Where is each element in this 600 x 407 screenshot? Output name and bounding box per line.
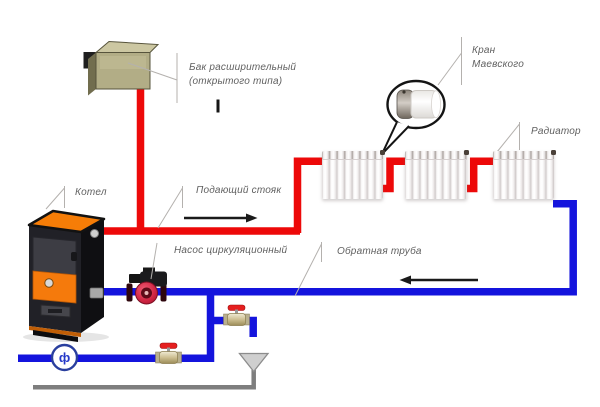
tank-label-tick <box>216 99 220 113</box>
flow-arrow-supply <box>184 213 258 223</box>
boiler-supply-fitting <box>90 229 99 238</box>
label-supply-riser: Подающий стояк <box>196 185 282 196</box>
boiler-base-strip <box>29 326 81 337</box>
label-return-pipe: Обратная труба <box>337 246 422 257</box>
drain-line <box>33 352 270 390</box>
leader-mayevsky <box>437 37 462 86</box>
radiator1-riser <box>293 157 323 233</box>
supply-arrow-head <box>246 213 258 223</box>
circulation-pump <box>126 267 167 305</box>
boiler-return-fitting <box>89 287 104 299</box>
label-pump: Насос циркуляционный <box>174 245 288 256</box>
flow-arrow-return <box>399 275 478 285</box>
feed-branch-pipe <box>18 293 215 363</box>
air-vent-icon <box>379 150 385 155</box>
label-boiler: Котел <box>75 187 107 198</box>
valve-cap-end <box>431 90 441 119</box>
leader-pump <box>150 242 158 280</box>
radiator-1 <box>321 150 385 199</box>
callout-tail-left <box>381 121 398 155</box>
valve-body <box>227 313 246 326</box>
return-arrow-head <box>399 275 411 285</box>
valve-stem <box>235 309 238 315</box>
boiler-upper-door <box>32 236 77 278</box>
label-expansion-tank-line2: (открытого типа) <box>189 76 283 87</box>
valve-body <box>159 351 178 364</box>
leader-return <box>294 242 322 297</box>
tank-top-face <box>94 40 160 53</box>
pump-hub-dot <box>144 291 149 295</box>
boiler-emblem <box>44 278 54 288</box>
leader-tank <box>127 53 178 103</box>
ball-valve-feed <box>155 342 182 364</box>
leader-supply <box>157 186 183 229</box>
label-mayevsky-line1: Кран <box>472 45 496 56</box>
pump-flange-left <box>126 283 133 302</box>
leader-lines <box>45 37 520 297</box>
pump-motor-top <box>143 267 155 274</box>
valve-vent-hole <box>402 90 406 94</box>
radiator-3 <box>492 150 556 199</box>
pump-terminal-box <box>129 274 141 283</box>
ball-valve-drain <box>223 304 250 326</box>
leader-radiator <box>496 122 520 153</box>
callout-tail-right <box>381 125 410 155</box>
boiler-door-handle <box>71 252 77 261</box>
label-radiator: Радиатор <box>531 126 581 137</box>
pump-flange-right <box>160 283 167 302</box>
boiler-side <box>81 219 104 333</box>
air-vent-icon <box>464 150 469 155</box>
valve-stem <box>167 347 170 353</box>
boiler-ash-slot <box>48 309 62 313</box>
mayevsky-valve-icon <box>396 89 441 119</box>
boiler-top <box>27 209 106 234</box>
expansion-tank <box>83 40 160 96</box>
label-expansion-tank-line1: Бак расширительный <box>189 62 297 73</box>
radiator-top-caps <box>492 151 554 160</box>
radiator-2 <box>404 150 469 199</box>
boiler-unit <box>23 209 109 342</box>
filter-symbol: ф <box>58 350 71 365</box>
radiator-top-caps <box>321 151 383 160</box>
drain-funnel <box>238 352 270 373</box>
air-vent-icon <box>551 150 556 155</box>
leader-boiler <box>45 186 65 210</box>
radiator-top-caps <box>404 151 467 160</box>
drain-pipe <box>33 370 256 390</box>
mayevsky-valve-callout <box>381 79 446 155</box>
tank-left-face <box>88 52 96 96</box>
return-main-pipe <box>100 199 577 296</box>
boiler-orange-door <box>32 270 77 304</box>
label-mayevsky-line2: Маевского <box>472 59 525 70</box>
filter-symbol-circle <box>50 343 79 372</box>
boiler-plinth <box>33 330 78 342</box>
